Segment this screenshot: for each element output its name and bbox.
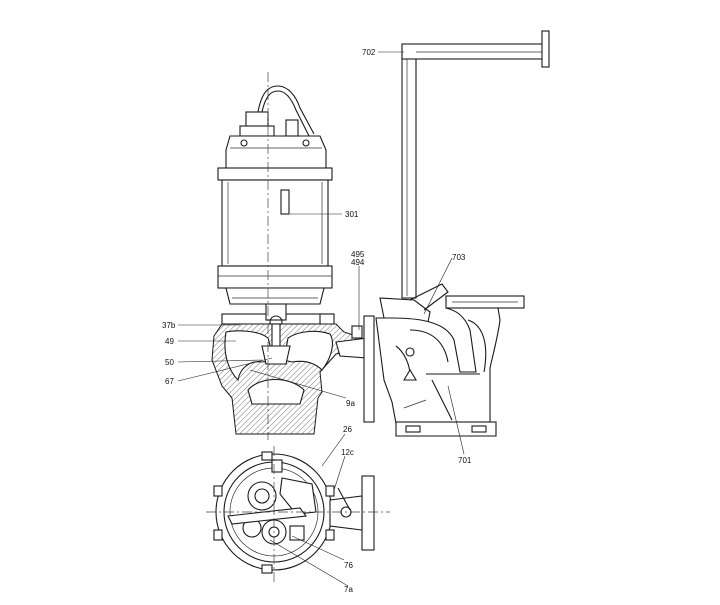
label-67: 67 <box>165 377 174 386</box>
label-9a: 9a <box>346 399 355 408</box>
label-494: 494 <box>351 258 365 267</box>
pump-hydraulic <box>211 303 375 435</box>
label-50: 50 <box>165 358 174 367</box>
label-701: 701 <box>458 456 472 465</box>
pump-top-view <box>213 451 375 574</box>
leader-lines <box>177 51 465 587</box>
label-495: 495 <box>351 250 365 259</box>
motor <box>217 85 333 305</box>
label-26: 26 <box>343 425 352 434</box>
guide-rail <box>401 30 550 299</box>
label-49: 49 <box>165 337 174 346</box>
label-37b: 37b <box>162 321 176 330</box>
label-7a: 7a <box>344 585 353 594</box>
label-12c: 12c <box>341 448 354 457</box>
label-301: 301 <box>345 210 359 219</box>
label-76: 76 <box>344 561 353 570</box>
label-703: 703 <box>452 253 466 262</box>
auto-coupling-bend <box>375 283 525 437</box>
label-702: 702 <box>362 48 376 57</box>
